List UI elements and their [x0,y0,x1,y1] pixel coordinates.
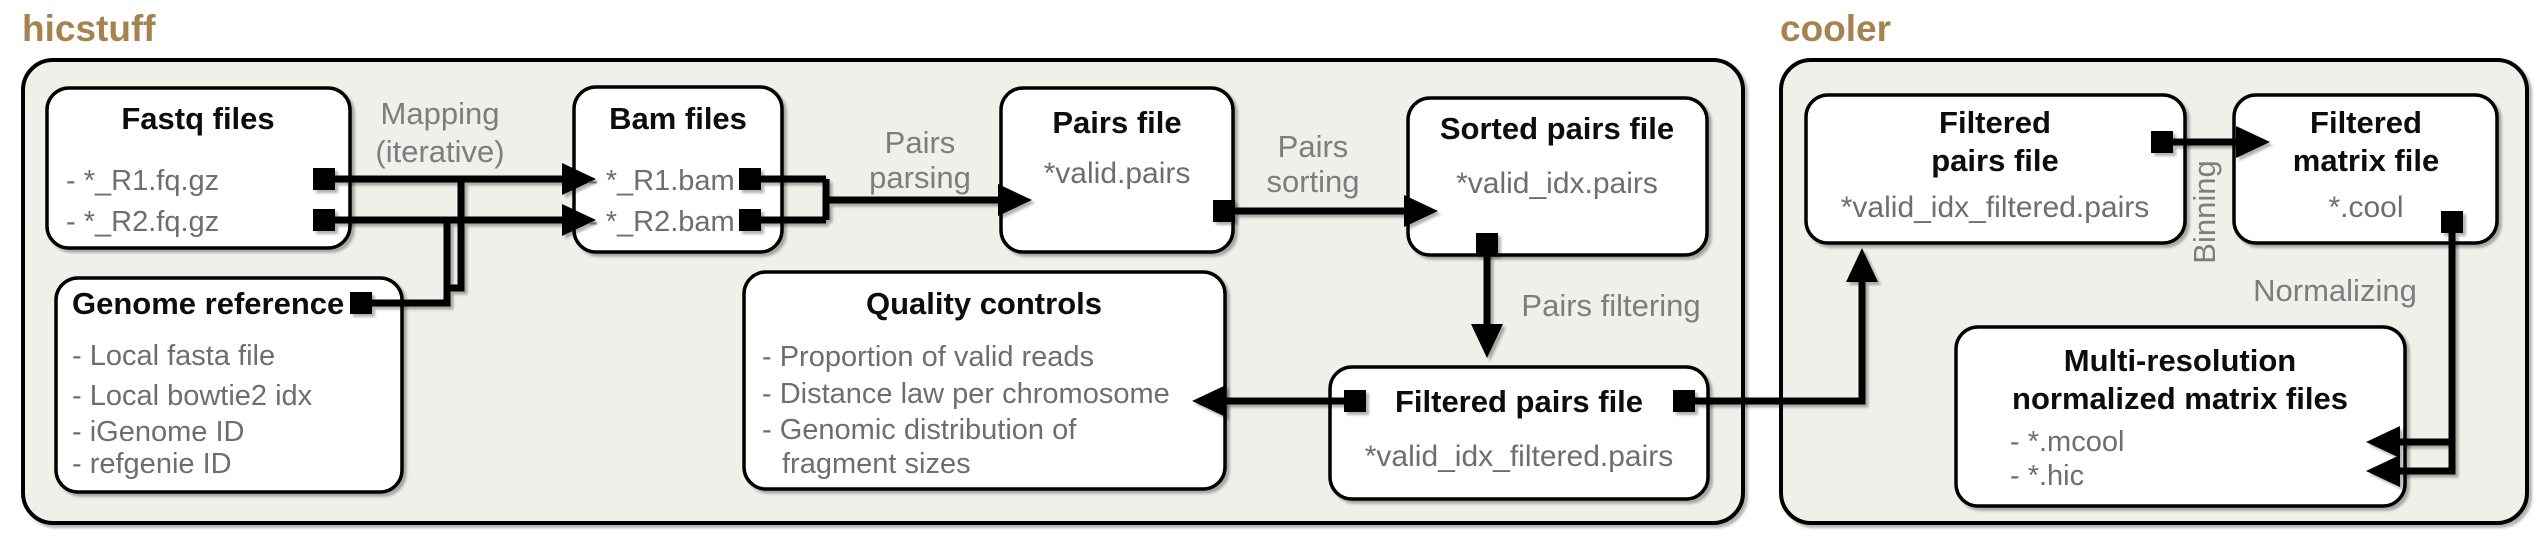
quality-item-proportion: - Proportion of valid reads [762,341,1094,373]
cooler-pairs-title-line2: pairs file [1931,143,2059,178]
arrowhead-pairs-filtering [1471,324,1503,358]
cooler-section-title: cooler [1780,8,1891,49]
filtered-matrix-file-box [2232,93,2499,245]
sorted-pairs-subtitle: *valid_idx.pairs [1456,167,1658,200]
arrow-pairs-parsing [750,175,1002,224]
pairs-sorting-label-line1: Pairs [1278,129,1349,164]
arrowhead-filtered-to-quality [1192,385,1226,417]
mapping-label-line2: (iterative) [375,134,504,169]
arrowhead-mapping-r1 [562,163,596,195]
cooler-filtered-pairs-box [1804,93,2187,245]
fastq-files-title: Fastq files [121,101,274,136]
quality-item-distance: - Distance law per chromosome [762,378,1170,410]
quality-controls-title: Quality controls [866,286,1102,321]
pairs-parsing-label-line2: parsing [869,160,971,195]
binning-label: Binning [2187,160,2222,263]
multires-title-line1: Multi-resolution [2064,343,2296,378]
bam-files-title: Bam files [609,101,747,136]
genome-reference-title: Genome reference [72,286,344,321]
port-square-bam-r1 [739,168,761,190]
bam-item-r1: - *_R1.bam [588,165,735,197]
cooler-pairs-title-line1: Filtered [1939,105,2051,140]
pairs-file-title: Pairs file [1052,105,1181,140]
pairs-sorting-label-line2: sorting [1266,164,1359,199]
genome-item-refgenie: - refgenie ID [72,448,232,480]
quality-item-fragment: fragment sizes [782,448,971,480]
port-square-sorted [1476,233,1498,255]
port-square-filtered-right [1673,390,1695,412]
port-square-fastq-r1 [313,168,335,190]
filtered-pairs-subtitle: *valid_idx_filtered.pairs [1365,440,1674,473]
fastq-item-r2: - *_R2.fq.gz [66,206,219,238]
port-square-fastq-r2 [313,209,335,231]
pairs-file-box [999,86,1235,254]
quality-item-genomic: - Genomic distribution of [762,414,1077,446]
sorted-pairs-title: Sorted pairs file [1440,111,1674,146]
genome-item-igenome: - iGenome ID [72,416,244,448]
multires-title-line2: normalized matrix files [2012,381,2348,416]
matrix-file-subtitle: *.cool [2328,191,2403,224]
matrix-file-title-line2: matrix file [2293,143,2439,178]
genome-item-fasta: - Local fasta file [72,340,275,372]
port-square-pairs [1213,200,1235,222]
arrowhead-normalizing-hic [2366,455,2400,487]
pairs-file-subtitle: *valid.pairs [1044,157,1191,190]
arrow-filtered-to-cooler [1684,278,1866,405]
genome-reference-box [54,276,404,494]
quality-controls-box [742,270,1227,491]
genome-item-bowtie: - Local bowtie2 idx [72,380,313,412]
port-square-cooler-pairs [2151,131,2173,153]
arrowhead-pairs-parsing [998,184,1032,216]
arrowhead-filtered-to-cooler [1846,248,1878,282]
hicstuff-section-title: hicstuff [22,8,156,49]
multires-matrix-box [1954,325,2407,508]
port-square-cool-file [2441,211,2463,233]
arrowhead-binning [2236,126,2270,158]
connector-genome-to-r1 [447,179,465,292]
cooler-pairs-subtitle: *valid_idx_filtered.pairs [1841,191,2150,224]
port-square-genome [350,292,372,314]
mapping-label-line1: Mapping [381,96,500,131]
filtered-pairs-file-box [1328,365,1710,501]
port-square-bam-r2 [739,209,761,231]
fastq-files-box [45,86,352,250]
arrowhead-pairs-sorting [1404,195,1438,227]
normalizing-label: Normalizing [2253,273,2417,308]
pairs-filtering-label: Pairs filtering [1521,288,1700,323]
filtered-pairs-title: Filtered pairs file [1395,384,1643,419]
sorted-pairs-file-box [1406,96,1709,257]
bam-item-r2: - *_R2.bam [588,206,735,238]
arrow-normalizing-hic [2396,230,2456,475]
fastq-item-r1: - *_R1.fq.gz [66,165,219,197]
port-square-filtered-left [1344,390,1366,412]
connector-genome-to-r2 [361,220,451,307]
arrowhead-normalizing-mcool [2366,426,2400,458]
multires-item-hic: - *.hic [2010,460,2084,492]
pairs-parsing-label-line1: Pairs [885,125,956,160]
multires-item-mcool: - *.mcool [2010,426,2124,458]
matrix-file-title-line1: Filtered [2310,105,2422,140]
arrowhead-mapping-r2 [562,204,596,236]
